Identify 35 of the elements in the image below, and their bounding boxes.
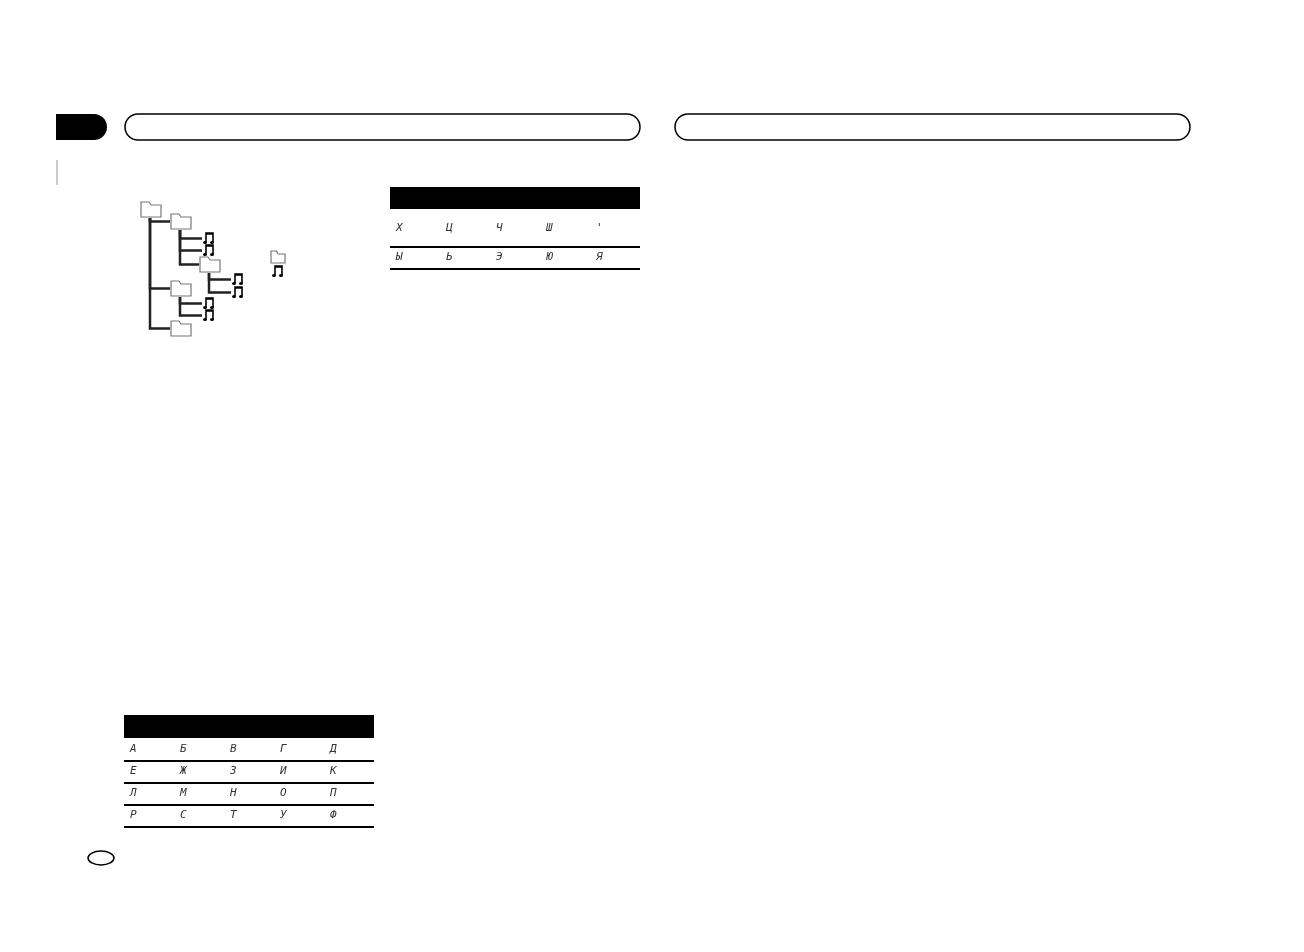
table-cell: И xyxy=(280,764,287,778)
table-cell: У xyxy=(280,808,287,822)
table-cell: ' xyxy=(596,220,603,235)
table-cell: В xyxy=(230,742,237,756)
table-cell: С xyxy=(180,808,187,822)
tree-line xyxy=(148,218,170,223)
table-cell: Ю xyxy=(546,250,553,264)
table-cell: Г xyxy=(280,742,287,756)
table-cell: Т xyxy=(230,808,237,822)
table-cell: О xyxy=(280,786,287,800)
table-cell: Д xyxy=(330,742,337,756)
table-cell: Х xyxy=(396,220,403,235)
table-cell: Н xyxy=(230,786,237,800)
table-cell: Р xyxy=(130,808,137,822)
tree-line xyxy=(178,297,202,317)
table-cell: Б xyxy=(180,742,187,756)
table-cell: Ш xyxy=(546,220,553,235)
table-cell: З xyxy=(230,764,237,778)
table-cell: Ч xyxy=(496,220,503,235)
table-cell: Я xyxy=(596,250,603,264)
table-cell: М xyxy=(180,786,187,800)
table-cell: Е xyxy=(130,764,137,778)
table-cell: Ы xyxy=(396,250,403,264)
tree-line xyxy=(207,273,231,294)
table-cell: А xyxy=(130,742,137,756)
table-cell: Ц xyxy=(446,220,453,235)
tree-line xyxy=(148,218,170,330)
table-cell: П xyxy=(330,786,337,800)
table-cell: Ж xyxy=(180,764,187,778)
table-cell: К xyxy=(330,764,337,778)
table-cell: Ь xyxy=(446,250,453,264)
table-cell: Л xyxy=(130,786,137,800)
table-cell: Э xyxy=(496,250,503,264)
tree-line xyxy=(178,230,199,266)
table-cell: Ф xyxy=(330,808,337,822)
